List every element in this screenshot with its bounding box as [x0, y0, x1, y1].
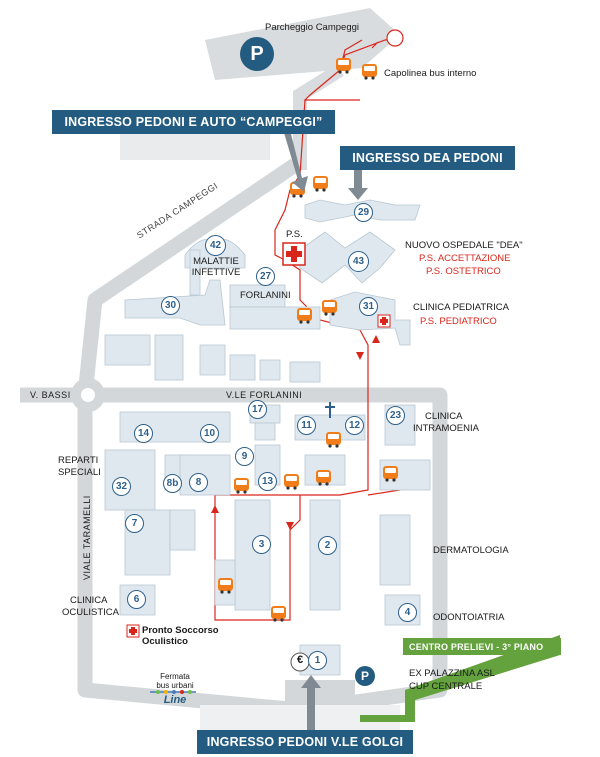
building-23: 23 — [386, 406, 405, 425]
building-3: 3 — [252, 535, 271, 554]
cup-centrale-label: CUP CENTRALE — [409, 681, 483, 692]
building-31: 31 — [359, 297, 378, 316]
ring-road — [77, 158, 448, 718]
line-logo: Line — [163, 694, 187, 706]
building-30: 30 — [161, 296, 180, 315]
ps-ostetrico-label: P.S. OSTETRICO — [426, 266, 501, 277]
ps-accettazione-label: P.S. ACCETTAZIONE — [419, 253, 511, 264]
building-8: 8 — [189, 473, 208, 492]
banner-ingresso-golgi: INGRESSO PEDONI V.LE GOLGI — [197, 730, 413, 754]
building-17: 17 — [248, 400, 267, 419]
clinica-oculistica-label: CLINICA — [70, 595, 108, 606]
forlanini-label: FORLANINI — [240, 290, 291, 301]
ps-pediatrico-label: P.S. PEDIATRICO — [420, 316, 497, 327]
building-2: 2 — [318, 536, 337, 555]
building-4: 4 — [398, 603, 417, 622]
malattie-label: MALATTIE — [193, 256, 239, 267]
building-1: 1 — [308, 651, 327, 670]
oculistica-label: OCULISTICA — [62, 607, 120, 618]
ps-label: P.S. — [286, 229, 303, 240]
parking-icon — [240, 37, 274, 71]
buildings — [104, 199, 431, 676]
building-32: 32 — [112, 477, 131, 496]
fermata-label: Fermata — [160, 672, 190, 681]
banner-ingresso-dea: INGRESSO DEA PEDONI — [340, 146, 515, 170]
prelievi-arrow — [360, 635, 560, 722]
road-vle-forlanini: V.LE FORLANINI — [226, 390, 303, 400]
building-7: 7 — [125, 514, 144, 533]
building-29: 29 — [354, 203, 373, 222]
building-11: 11 — [297, 416, 316, 435]
building-27: 27 — [256, 267, 275, 286]
parking-icon — [355, 666, 375, 686]
clinica-label: CLINICA — [425, 411, 463, 422]
building-42: 42 — [205, 235, 226, 256]
speciali-label: SPECIALI — [58, 467, 101, 478]
euro-icon: € — [296, 654, 304, 666]
parking-campeggi-label: Parcheggio Campeggi — [265, 22, 360, 33]
infettive-label: INFETTIVE — [191, 267, 241, 278]
first-aid-icon — [126, 624, 140, 638]
first-aid-icon — [377, 314, 391, 328]
clinica-pediatrica-label: CLINICA PEDIATRICA — [413, 302, 509, 313]
building-6: 6 — [127, 590, 146, 609]
ex-palazzina-label: EX PALAZZINA ASL — [409, 668, 495, 679]
parking-symbol-bottom: P — [360, 669, 369, 683]
building-9: 9 — [235, 447, 254, 466]
bus-urbani-label: bus urbani — [156, 681, 194, 690]
odontoiatria-label: ODONTOIATRIA — [433, 612, 505, 623]
first-aid-icon — [282, 242, 306, 266]
building-43: 43 — [348, 251, 369, 272]
oculistico-label: Oculistico — [142, 636, 188, 647]
building-8b: 8b — [163, 474, 182, 493]
building-12: 12 — [345, 416, 364, 435]
building-10: 10 — [200, 424, 219, 443]
capolinea-label: Capolinea bus interno — [384, 68, 477, 79]
pointer-arrows — [282, 126, 368, 735]
banner-centro-prelievi: CENTRO PRELIEVI - 3° PIANO — [403, 638, 561, 655]
pronto-soccorso-label: Pronto Soccorso — [142, 625, 219, 636]
building-14: 14 — [134, 424, 153, 443]
dermatologia-label: DERMATOLOGIA — [433, 545, 509, 556]
parking-symbol: P — [250, 43, 264, 65]
road-v-bassi: V. BASSI — [30, 390, 71, 400]
nuovo-ospedale-label: NUOVO OSPEDALE "DEA" — [405, 240, 523, 251]
reparti-label: REPARTI — [58, 455, 99, 466]
banner-ingresso-campeggi: INGRESSO PEDONI E AUTO “CAMPEGGI” — [52, 110, 335, 134]
road-viale-taramelli: VIALE TARAMELLI — [82, 495, 92, 580]
building-13: 13 — [258, 472, 277, 491]
intramoenia-label: INTRAMOENIA — [413, 423, 479, 434]
